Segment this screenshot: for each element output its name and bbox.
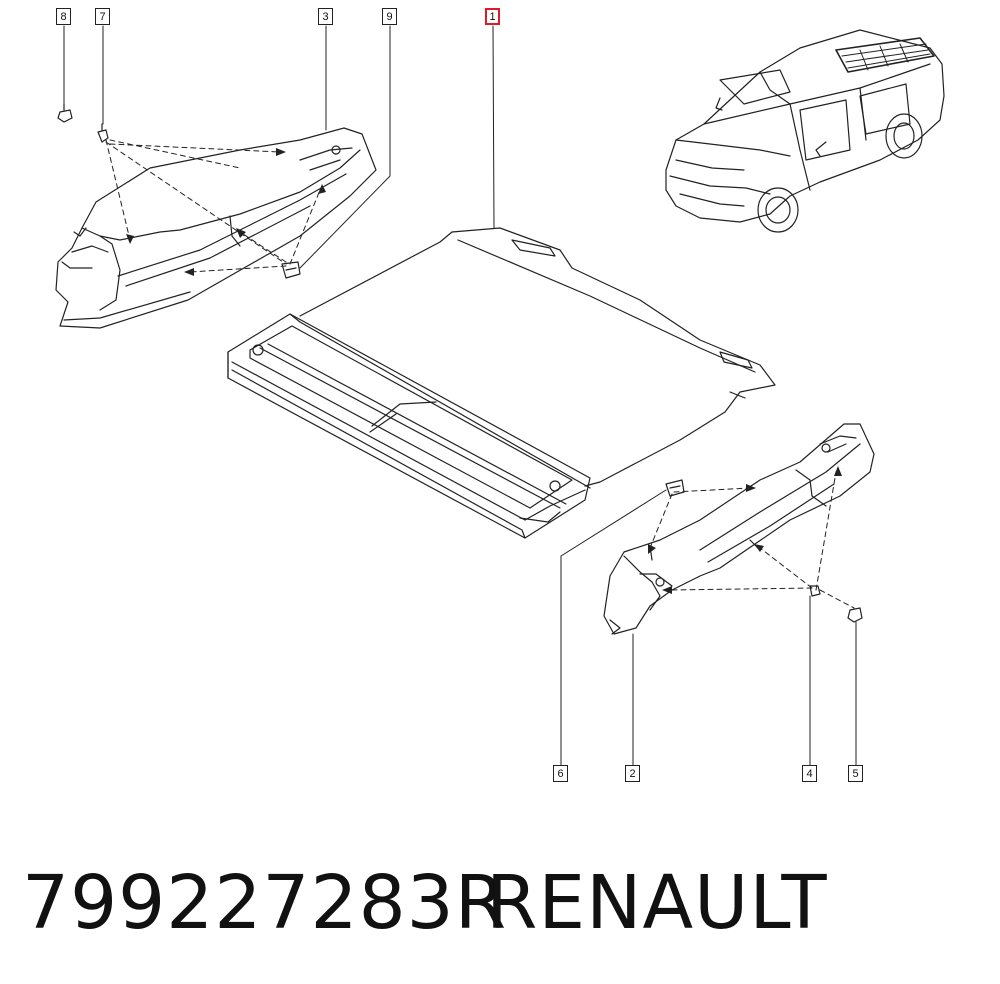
callout-5: 5 bbox=[848, 765, 863, 782]
callout-6: 6 bbox=[553, 765, 568, 782]
cargo-cover-panel bbox=[227, 227, 776, 539]
callout-4: 4 bbox=[802, 765, 817, 782]
part-number: 799227283R bbox=[22, 860, 508, 946]
fastener-5 bbox=[847, 607, 863, 623]
leader-lines bbox=[63, 25, 857, 767]
car-illustration bbox=[665, 29, 945, 233]
callout-1-highlighted: 1 bbox=[485, 8, 500, 25]
right-side-trim bbox=[603, 423, 875, 635]
arrowheads bbox=[126, 148, 842, 594]
fastener-7 bbox=[97, 123, 109, 143]
clip-9 bbox=[281, 261, 301, 279]
callout-7: 7 bbox=[95, 8, 110, 25]
callout-8: 8 bbox=[56, 8, 71, 25]
callout-9: 9 bbox=[382, 8, 397, 25]
clip-6 bbox=[665, 479, 685, 497]
left-side-trim bbox=[55, 127, 377, 329]
fastener-8 bbox=[57, 103, 73, 123]
callout-2: 2 bbox=[625, 765, 640, 782]
brand-name: RENAULT bbox=[486, 860, 828, 946]
assembly-guides bbox=[105, 139, 855, 609]
callout-3: 3 bbox=[318, 8, 333, 25]
fastener-4 bbox=[809, 585, 821, 597]
